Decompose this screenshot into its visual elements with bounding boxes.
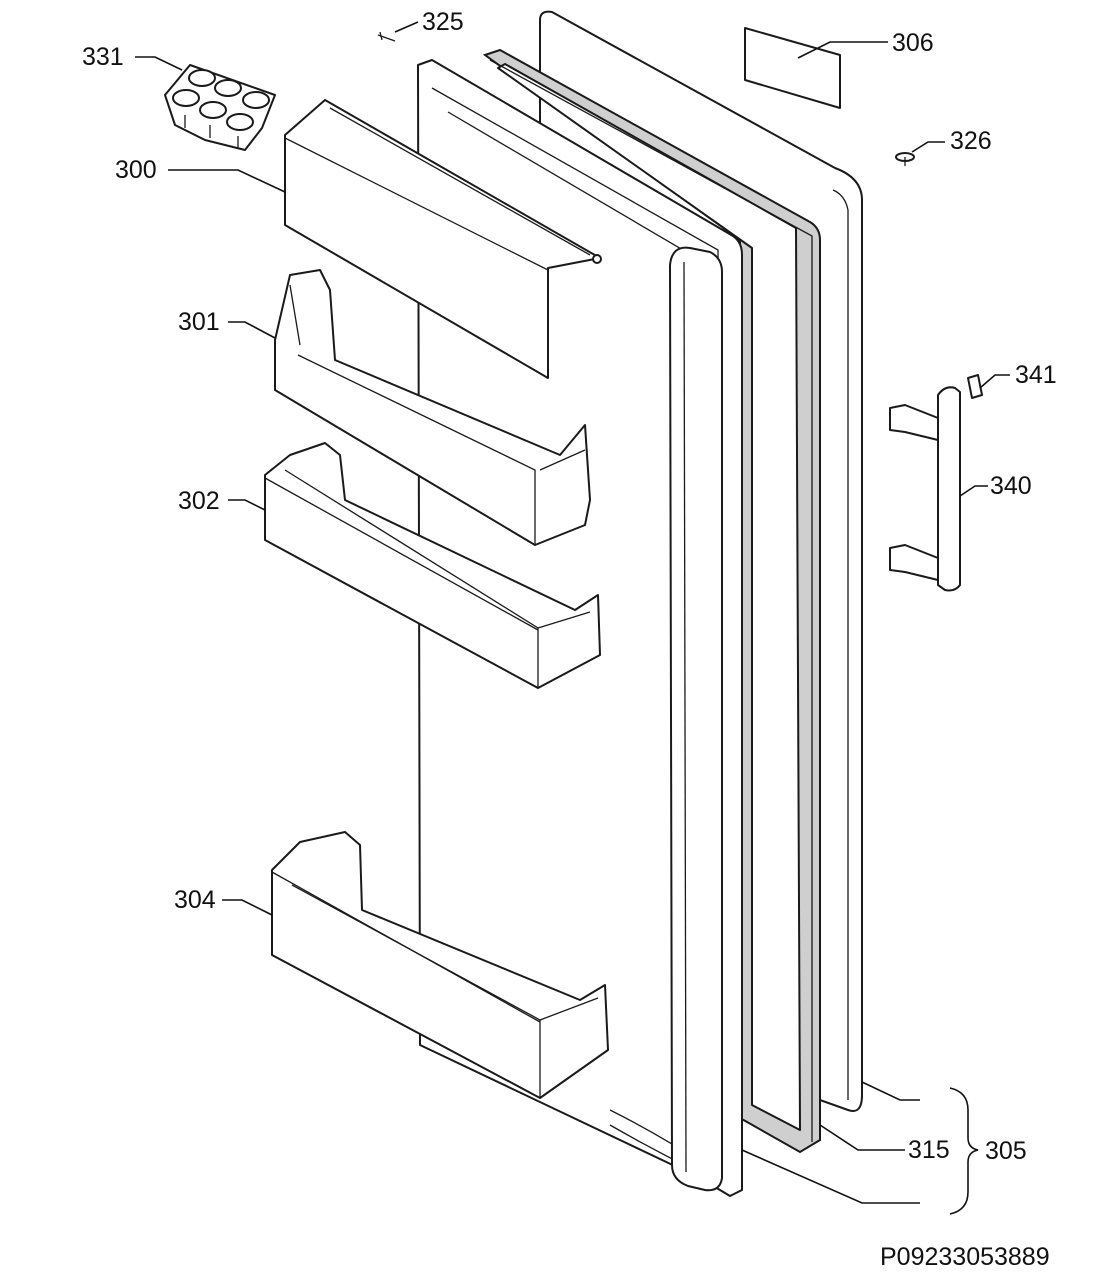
- label-304: 304: [174, 886, 216, 914]
- door-shelf-301: [274, 269, 591, 546]
- label-plate-306: [744, 27, 841, 109]
- label-331: 331: [82, 43, 124, 71]
- part-number-labels: 331 300 301 302 304 325 306 326 341 340 …: [82, 8, 1057, 1271]
- door-shelf-304: [271, 831, 609, 1099]
- reference-code: P09233053889: [880, 1243, 1050, 1271]
- label-305: 305: [985, 1137, 1027, 1165]
- label-341: 341: [1015, 361, 1057, 389]
- clip-341: [967, 374, 983, 399]
- screw-325: [377, 31, 396, 42]
- door-gasket-315: [482, 48, 821, 1154]
- door-edge-profile: [669, 246, 723, 1192]
- label-301: 301: [178, 308, 220, 336]
- label-325: 325: [422, 8, 464, 36]
- door-shelf-302: [264, 442, 601, 689]
- egg-tray-331: [164, 64, 276, 151]
- label-315: 315: [908, 1136, 950, 1164]
- dairy-compartment-lid-300: [284, 99, 602, 379]
- leader-lines: [135, 21, 1010, 1215]
- label-340: 340: [990, 472, 1032, 500]
- label-300: 300: [115, 156, 157, 184]
- screw-326: [895, 152, 915, 166]
- label-326: 326: [950, 127, 992, 155]
- door-handle-340: [889, 386, 961, 592]
- label-302: 302: [178, 487, 220, 515]
- label-306: 306: [892, 29, 934, 57]
